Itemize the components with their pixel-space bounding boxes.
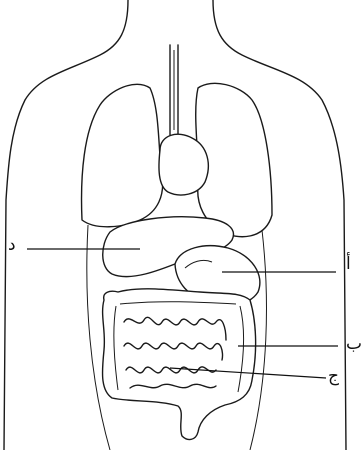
label-d: د bbox=[8, 237, 16, 254]
label-a: أ bbox=[346, 256, 351, 273]
trachea bbox=[170, 45, 178, 135]
large-intestine bbox=[102, 289, 255, 440]
label-b: ب bbox=[346, 336, 362, 353]
label-j: ج bbox=[328, 368, 339, 385]
left-lung bbox=[82, 84, 163, 226]
